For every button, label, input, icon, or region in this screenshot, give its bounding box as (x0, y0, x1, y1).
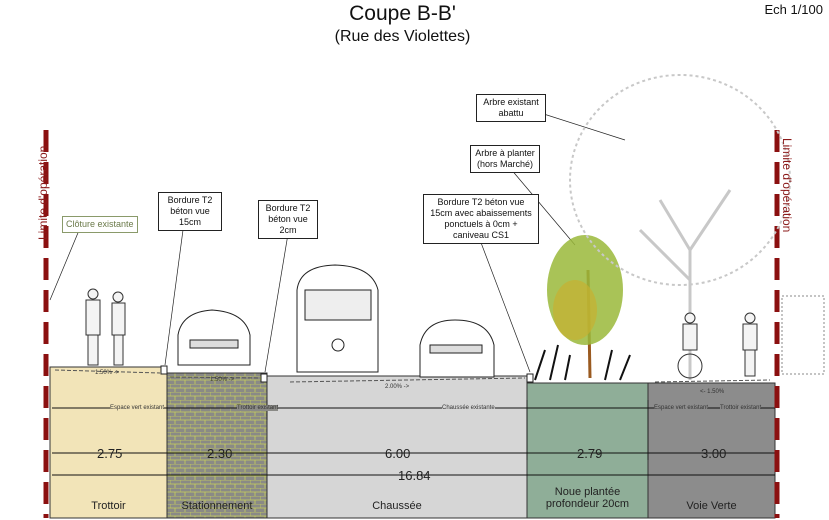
annotation-bordure-15: Bordure T2 béton vue 15cm (158, 192, 222, 231)
section-title: Coupe B-B' (349, 2, 456, 25)
section-subtitle: (Rue des Violettes) (334, 28, 471, 45)
curb (160, 365, 168, 375)
annotation-arbre-abattu: Arbre existant abattu (476, 94, 546, 122)
band-label-stationnement: Stationnement (181, 500, 253, 512)
dim-voie-verte: 3.00 (701, 446, 727, 461)
band-stationnement (166, 372, 268, 519)
band-label-voie-verte: Voie Verte (686, 500, 737, 512)
band-chaussee (266, 375, 528, 519)
dim-chaussee: 6.00 (385, 446, 411, 461)
annotation-cloture: Clôture existante (62, 216, 138, 233)
curb (526, 373, 534, 383)
annotation-bordure-2: Bordure T2 béton vue 2cm (258, 200, 318, 239)
cyclist-icon (677, 312, 758, 379)
existing-espace-vert-2: Espace vert existant (654, 405, 709, 411)
pedestrian-icon (85, 288, 126, 366)
existing-trottoir-1: Trottoir existant (237, 405, 279, 411)
band-trottoir (49, 366, 168, 519)
band-label-noue: Noue plantée profondeur 20cm (545, 486, 630, 510)
band-label-trottoir: Trottoir (91, 500, 126, 512)
existing-trottoir-2: Trottoir existant (720, 405, 762, 411)
existing-chaussee: Chaussée existante (442, 405, 495, 411)
car-icon (177, 309, 251, 366)
car-icon (419, 319, 495, 378)
existing-espace-vert-1: Espace vert existant (110, 405, 165, 411)
dim-total: 16.84 (398, 468, 431, 483)
slope-voie-verte: <- 1.50% (700, 389, 725, 395)
annotation-bordure-abaisse: Bordure T2 béton vue 15cm avec abaisseme… (423, 194, 539, 244)
limit-label-left: Limite d'opération (36, 145, 50, 240)
slope-trottoir: 1.50% -> (95, 370, 120, 376)
band-label-chaussee: Chaussée (372, 500, 422, 512)
annotation-arbre-planter: Arbre à planter (hors Marché) (470, 145, 540, 173)
hedge-icon (781, 295, 825, 375)
band-noue (526, 382, 649, 519)
scale-label: Ech 1/100 (764, 2, 823, 17)
dim-stationnement: 2.30 (207, 446, 233, 461)
dim-trottoir: 2.75 (97, 446, 123, 461)
slope-stationnement: 1.50% -> (210, 377, 235, 383)
limit-label-right: Limite d'opération (780, 138, 794, 233)
slope-chaussee: 2.00% -> (385, 384, 410, 390)
van-icon (296, 264, 379, 373)
dim-noue: 2.79 (577, 446, 603, 461)
curb (260, 373, 268, 383)
planted-tree-icon (534, 235, 631, 381)
